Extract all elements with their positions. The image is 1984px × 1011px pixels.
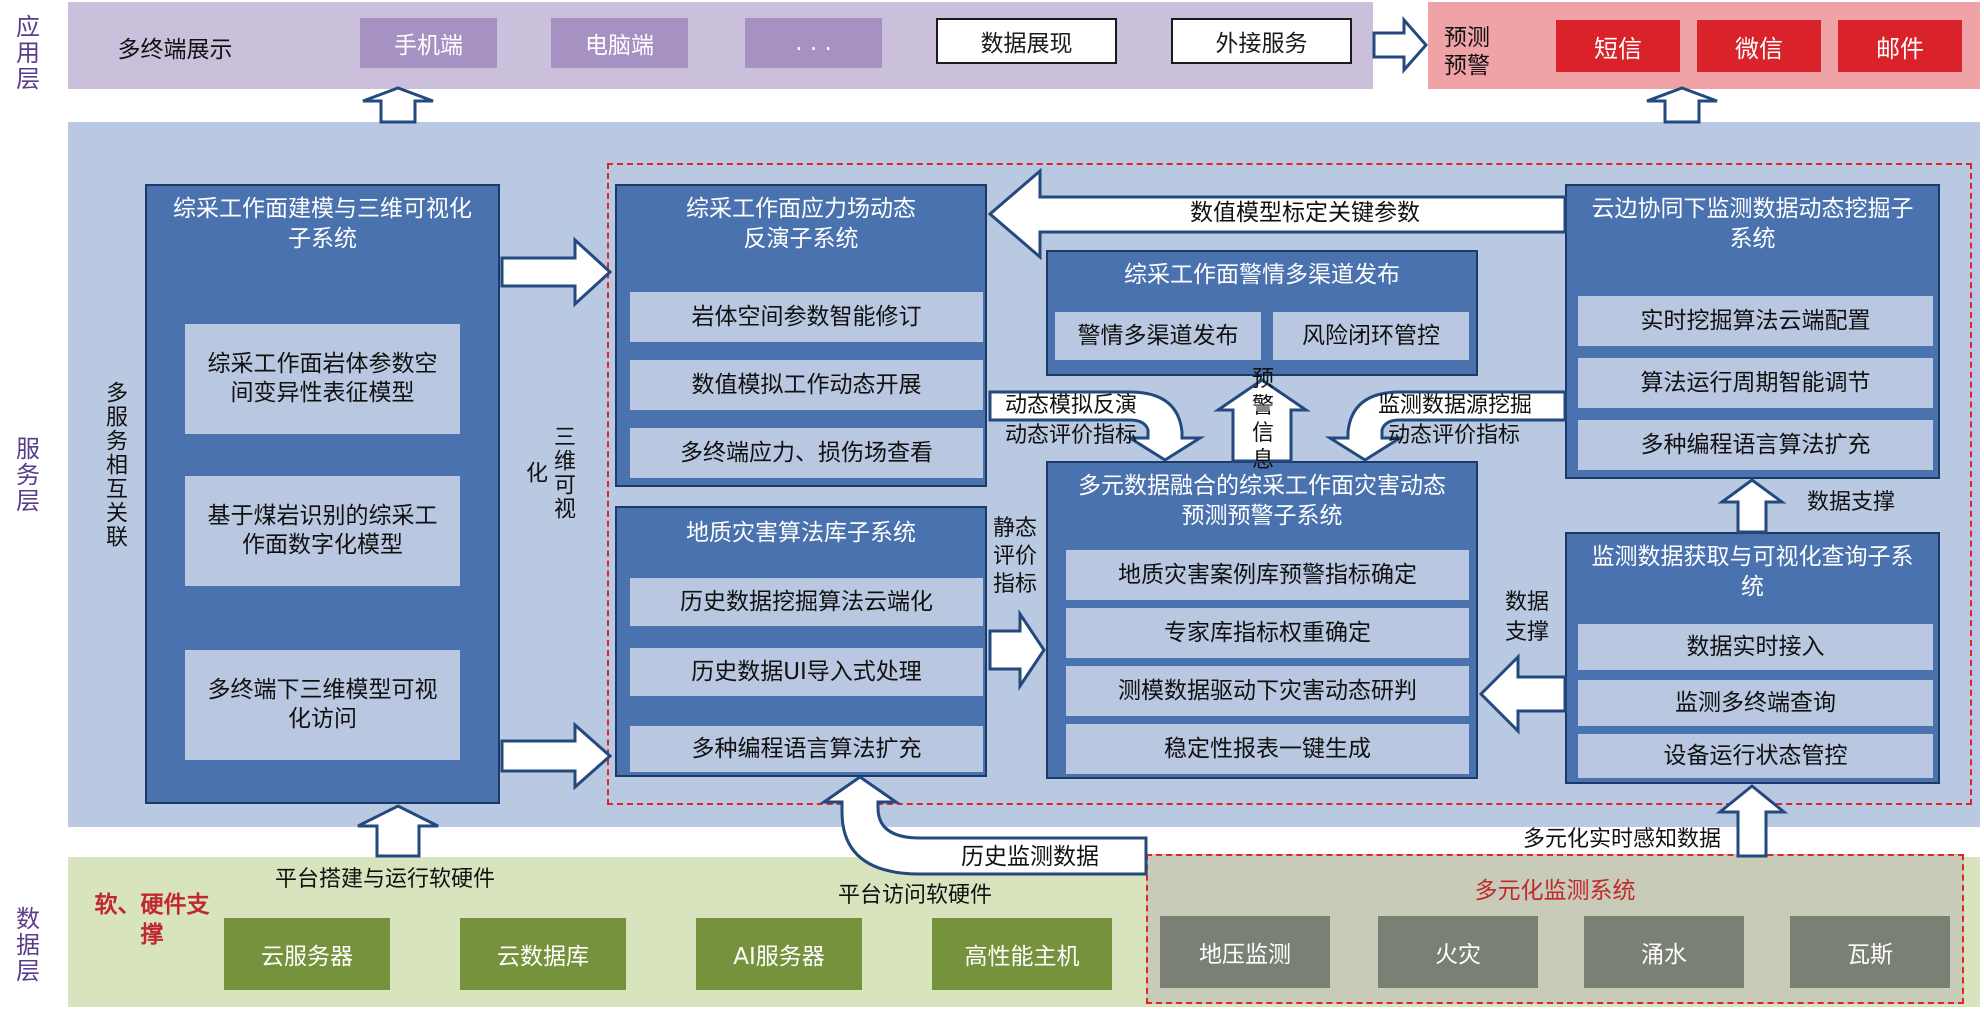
calib-label: 数值模型标定关键参数 <box>1190 200 1420 226</box>
curved-arrow-icon <box>1324 390 1567 462</box>
modeling-system-title: 综采工作面建模与三维可视化子系统 <box>173 196 472 252</box>
fusion-item-4: 稳定性报表一键生成 <box>1066 724 1469 774</box>
monitor-system-label: 多元化监测系统 <box>1474 878 1636 904</box>
channel-sms: 短信 <box>1556 20 1680 72</box>
monitoring-item-3: 设备运行状态管控 <box>1578 734 1933 778</box>
hw-cloud-db: 云数据库 <box>460 918 626 990</box>
data-layer-label: 数据层 <box>11 906 40 984</box>
fusion-item-3: 测模数据驱动下灾害动态研判 <box>1066 666 1469 716</box>
block-arrow-right-icon <box>1372 16 1428 74</box>
sw-hw-support-label: 软、硬件支撑 <box>94 892 210 948</box>
hw-hpc-host: 高性能主机 <box>932 918 1112 990</box>
history-data-label: 历史监测数据 <box>961 844 1099 870</box>
channel-email: 邮件 <box>1838 20 1962 72</box>
terminal-mobile: 手机端 <box>360 18 497 68</box>
monitor-pressure: 地压监测 <box>1160 916 1330 988</box>
terminal-more: . . . <box>745 18 882 68</box>
block-arrow-left-icon <box>987 167 1567 261</box>
algo-item-2: 历史数据UI导入式处理 <box>630 648 983 696</box>
modeling-item-1: 综采工作面岩体参数空间变异性表征模型 <box>185 324 460 434</box>
hw-cloud-server: 云服务器 <box>224 918 390 990</box>
block-arrow-up-icon <box>1717 478 1787 534</box>
stress-item-2: 数值模拟工作动态开展 <box>630 360 983 410</box>
block-arrow-left-icon <box>1478 653 1567 735</box>
block-arrow-right-icon <box>988 609 1046 691</box>
stress-item-3: 多终端应力、损伤场查看 <box>630 428 983 478</box>
app-layer-band <box>68 2 1373 89</box>
static-eval-label: 静态评价指标 <box>992 516 1037 597</box>
channel-wechat: 微信 <box>1697 20 1821 72</box>
monitoring-item-2: 监测多终端查询 <box>1578 680 1933 726</box>
algo-item-1: 历史数据挖掘算法云端化 <box>630 578 983 626</box>
modeling-item-2: 基于煤岩识别的综采工作面数字化模型 <box>185 476 460 586</box>
dyn-sim-label-2: 动态评价指标 <box>1005 423 1138 448</box>
data-display-box: 数据展现 <box>936 18 1117 64</box>
block-arrow-up-icon <box>362 86 434 124</box>
cloud-edge-item-2: 算法运行周期智能调节 <box>1578 358 1933 408</box>
modeling-item-3: 多终端下三维模型可视化访问 <box>185 650 460 760</box>
block-arrow-up-icon <box>1715 784 1789 858</box>
release-item-1: 警情多渠道发布 <box>1055 312 1261 360</box>
monitor-gas: 瓦斯 <box>1790 916 1950 988</box>
monitor-src-label-1: 监测数据源挖掘 <box>1378 393 1533 418</box>
algo-item-3: 多种编程语言算法扩充 <box>630 726 983 772</box>
warn-info-label: 预警信息 <box>1251 367 1274 473</box>
monitor-fire: 火灾 <box>1378 916 1538 988</box>
fusion-warning-title: 多元数据融合的综采工作面灾害动态预测预警子系统 <box>1078 473 1446 529</box>
fusion-item-2: 专家库指标权重确定 <box>1066 608 1469 658</box>
stress-field-system-title: 综采工作面应力场动态反演子系统 <box>686 196 916 252</box>
algo-library-system-title: 地质灾害算法库子系统 <box>686 520 916 546</box>
monitoring-item-1: 数据实时接入 <box>1578 624 1933 670</box>
curved-arrow-icon <box>988 390 1206 462</box>
data-support-top-label: 数据支撑 <box>1806 490 1895 515</box>
stress-item-1: 岩体空间参数智能修订 <box>630 292 983 342</box>
data-support-right-label: 数据支撑 <box>1504 590 1549 645</box>
monitor-water: 涌水 <box>1584 916 1744 988</box>
block-arrow-right-icon <box>500 721 613 791</box>
terminal-pc: 电脑端 <box>551 18 688 68</box>
service-layer-label: 服务层 <box>11 436 40 514</box>
fusion-item-1: 地质灾害案例库预警指标确定 <box>1066 550 1469 600</box>
cloud-edge-item-1: 实时挖掘算法云端配置 <box>1578 296 1933 346</box>
dyn-sim-label-1: 动态模拟反演 <box>1005 393 1138 418</box>
platform-build-label: 平台搭建与运行软硬件 <box>274 867 495 892</box>
cloud-edge-item-3: 多种编程语言算法扩充 <box>1578 420 1933 470</box>
multi-service-label: 多服务相互关联 <box>102 381 127 549</box>
block-arrow-right-icon <box>500 236 613 308</box>
warning-label: 预测预警 <box>1444 25 1490 79</box>
app-layer-label: 应用层 <box>11 14 40 92</box>
multi-sense-label: 多元化实时感知数据 <box>1522 827 1721 852</box>
core-systems-frame <box>607 163 1972 805</box>
external-service-box: 外接服务 <box>1171 18 1352 64</box>
curved-arrow-icon <box>819 775 1148 876</box>
platform-access-label: 平台访问软硬件 <box>837 883 992 908</box>
block-arrow-up-icon <box>1213 378 1311 463</box>
warning-release-title: 综采工作面警情多渠道发布 <box>1124 262 1400 288</box>
block-arrow-up-icon <box>1646 86 1718 124</box>
hw-ai-server: AI服务器 <box>696 918 862 990</box>
monitor-src-label-2: 动态评价指标 <box>1388 423 1521 448</box>
release-item-2: 风险闭环管控 <box>1273 312 1469 360</box>
multi-terminal-label: 多终端展示 <box>117 37 233 63</box>
cloud-edge-title: 云边协同下监测数据动态挖掘子系统 <box>1591 196 1914 252</box>
monitoring-system-title: 监测数据获取与可视化查询子系统 <box>1591 544 1914 600</box>
block-arrow-up-icon <box>357 804 439 858</box>
